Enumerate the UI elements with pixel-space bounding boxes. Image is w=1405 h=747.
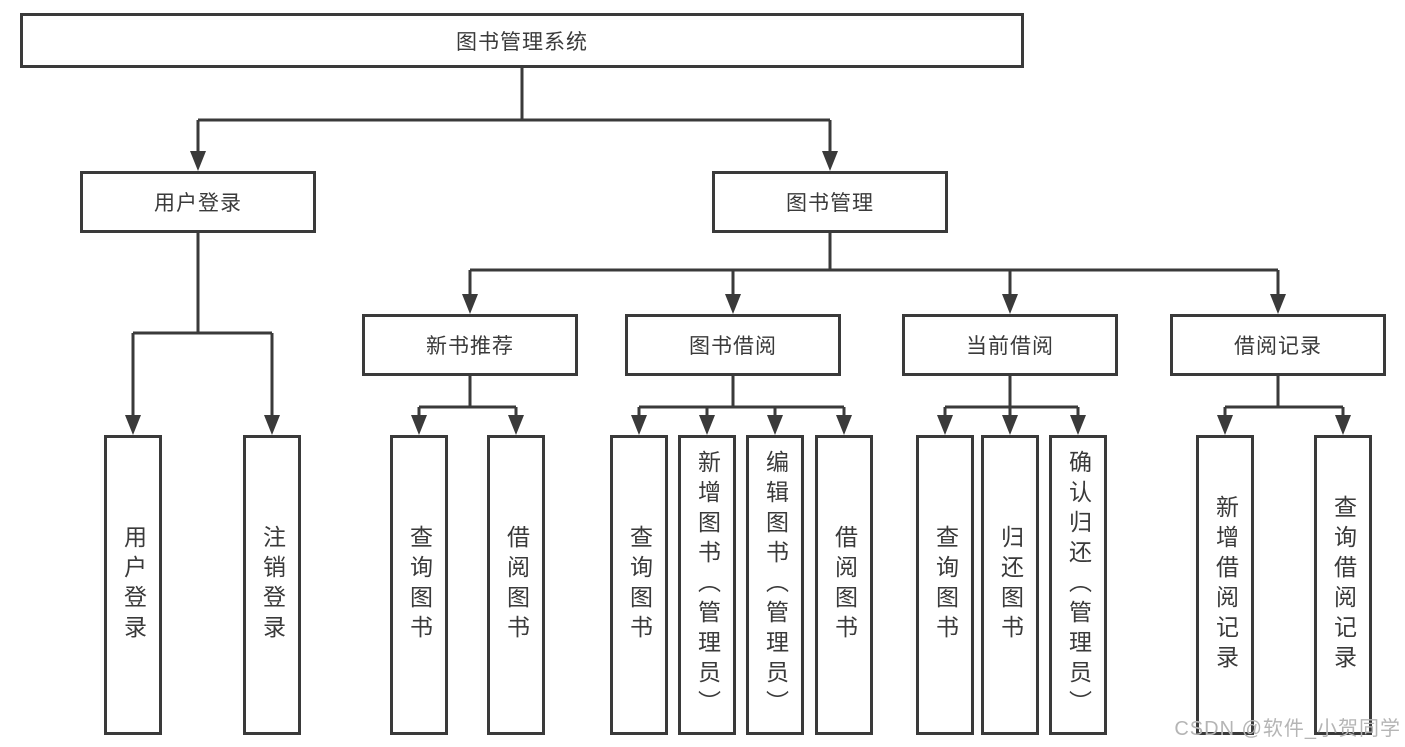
leaf-confirm-return-admin: 确认归还（管理员） xyxy=(1049,435,1107,735)
node-label: 图书借阅 xyxy=(689,335,777,358)
node-label: 新书推荐 xyxy=(426,335,514,358)
leaf-label: 查询图书 xyxy=(626,525,653,645)
leaf-logout: 注销登录 xyxy=(243,435,301,735)
leaf-edit-books-admin: 编辑图书（管理员） xyxy=(746,435,804,735)
node-label: 图书管理 xyxy=(786,192,874,215)
leaf-add-borrow-record: 新增借阅记录 xyxy=(1196,435,1254,735)
leaf-label: 新增图书（管理员） xyxy=(694,450,721,720)
node-label: 当前借阅 xyxy=(966,335,1054,358)
node-book-borrowing: 图书借阅 xyxy=(625,314,841,376)
csdn-watermark: CSDN @软件_小贺同学 xyxy=(1174,718,1401,740)
leaf-query-books-recommend: 查询图书 xyxy=(390,435,448,735)
leaf-label: 归还图书 xyxy=(997,525,1024,645)
leaf-return-books: 归还图书 xyxy=(981,435,1039,735)
leaf-label: 查询图书 xyxy=(932,525,959,645)
leaf-label: 借阅图书 xyxy=(831,525,858,645)
node-library-management-system: 图书管理系统 xyxy=(20,13,1024,68)
node-book-management: 图书管理 xyxy=(712,171,948,233)
leaf-user-login: 用户登录 xyxy=(104,435,162,735)
node-label: 图书管理系统 xyxy=(456,30,588,54)
leaf-borrow-books-borrowing: 借阅图书 xyxy=(815,435,873,735)
leaf-borrow-books-recommend: 借阅图书 xyxy=(487,435,545,735)
leaf-query-borrow-record: 查询借阅记录 xyxy=(1314,435,1372,735)
node-current-borrowing: 当前借阅 xyxy=(902,314,1118,376)
node-label: 用户登录 xyxy=(154,192,242,215)
node-borrowing-records: 借阅记录 xyxy=(1170,314,1386,376)
leaf-label: 编辑图书（管理员） xyxy=(762,450,789,720)
leaf-label: 确认归还（管理员） xyxy=(1065,450,1092,720)
leaf-label: 借阅图书 xyxy=(503,525,530,645)
leaf-add-books-admin: 新增图书（管理员） xyxy=(678,435,736,735)
leaf-label: 注销登录 xyxy=(259,525,286,645)
node-new-book-recommendation: 新书推荐 xyxy=(362,314,578,376)
node-label: 借阅记录 xyxy=(1234,335,1322,358)
leaf-query-books-borrowing: 查询图书 xyxy=(610,435,668,735)
leaf-label: 用户登录 xyxy=(120,525,147,645)
leaf-query-books-current: 查询图书 xyxy=(916,435,974,735)
leaf-label: 查询借阅记录 xyxy=(1330,495,1357,675)
leaf-label: 新增借阅记录 xyxy=(1212,495,1239,675)
leaf-label: 查询图书 xyxy=(406,525,433,645)
node-user-login: 用户登录 xyxy=(80,171,316,233)
